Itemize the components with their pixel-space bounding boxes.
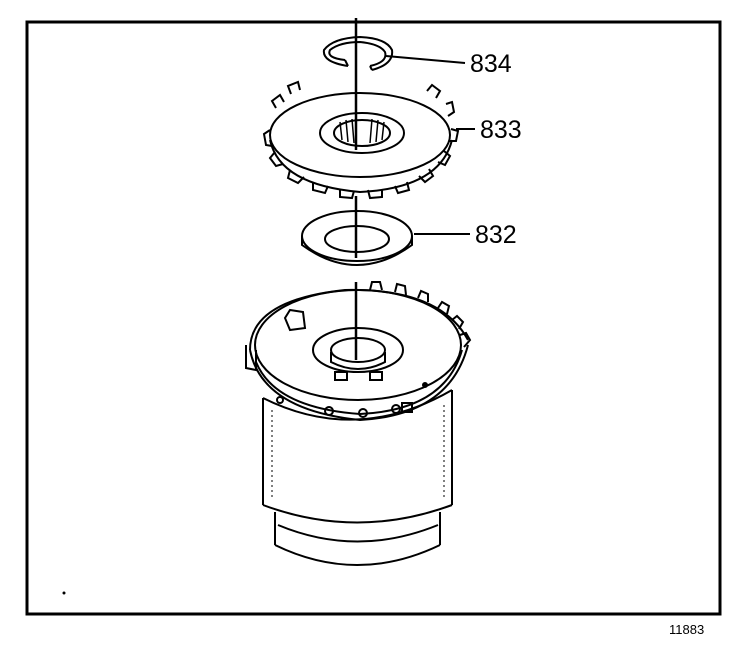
bearing-race-833 <box>262 80 460 200</box>
figure-number: 11883 <box>669 622 704 637</box>
snap-ring-834 <box>322 35 394 71</box>
callout-833: 833 <box>480 116 522 144</box>
clutch-housing <box>245 281 472 566</box>
stray-mark <box>62 591 66 595</box>
leader-lines <box>385 55 475 235</box>
diagram-border <box>25 20 722 616</box>
callout-832: 832 <box>475 221 517 249</box>
leader-834 <box>385 55 466 64</box>
callout-834: 834 <box>470 50 512 78</box>
